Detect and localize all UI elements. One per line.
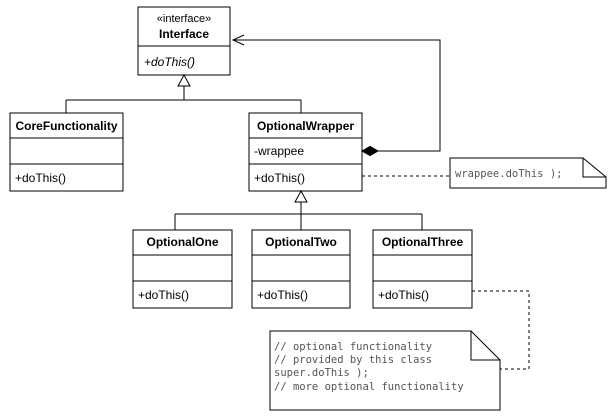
optional-one-operation: +doThis(): [138, 288, 189, 302]
optional-three-operation: +doThis(): [378, 288, 429, 302]
note-line: // provided by this class: [274, 354, 432, 366]
inheritance-arrowhead: [177, 73, 191, 87]
composition-diamond: [360, 145, 380, 157]
optional-three-class-name: OptionalThree: [382, 235, 464, 249]
note-optional-behavior: // optional functionality // provided by…: [269, 290, 530, 411]
optional-one-class-box[interactable]: OptionalOne +doThis(): [132, 229, 233, 309]
optional-one-class-name: OptionalOne: [147, 235, 219, 249]
composition-association: [231, 34, 441, 157]
interface-operation: +doThis(): [144, 55, 195, 69]
optional-two-class-name: OptionalTwo: [265, 235, 337, 249]
optional-two-class-box[interactable]: OptionalTwo +doThis(): [251, 229, 351, 309]
generalization-to-wrapper: [174, 189, 423, 230]
core-functionality-class-box[interactable]: CoreFunctionality +doThis(): [9, 112, 124, 192]
optional-wrapper-attribute: -wrappee: [254, 144, 304, 158]
association-arrowhead: [231, 34, 245, 46]
interface-class-box[interactable]: «interface» Interface +doThis(): [137, 6, 231, 76]
note-line: super.doThis );: [274, 367, 369, 379]
core-functionality-operation: +doThis(): [15, 171, 66, 185]
optional-wrapper-operation: +doThis(): [254, 171, 305, 185]
optional-wrapper-class-name: OptionalWrapper: [257, 119, 354, 133]
note-wrappee-call: wrappee.doThis );: [362, 157, 607, 189]
optional-wrapper-class-box[interactable]: OptionalWrapper -wrappee +doThis(): [248, 112, 363, 192]
optional-three-class-box[interactable]: OptionalThree +doThis(): [372, 229, 473, 309]
interface-class-name: Interface: [159, 27, 209, 41]
note-line: // more optional functionality: [274, 381, 464, 393]
core-functionality-class-name: CoreFunctionality: [15, 119, 117, 133]
note-line: // optional functionality: [274, 341, 432, 353]
inheritance-arrowhead: [294, 189, 308, 203]
generalization-to-interface: [65, 73, 302, 113]
optional-two-operation: +doThis(): [257, 288, 308, 302]
note-line: wrappee.doThis );: [455, 168, 562, 180]
interface-stereotype: «interface»: [157, 13, 211, 25]
